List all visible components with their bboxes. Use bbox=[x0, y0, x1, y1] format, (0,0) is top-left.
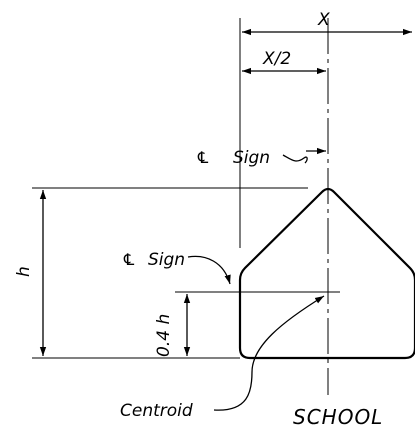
sign-edge-label: Sign bbox=[148, 250, 185, 270]
dim-04h-label: 0.4 h bbox=[154, 314, 174, 357]
dim-x-half-label: X/2 bbox=[262, 49, 291, 69]
centerline-symbol-top: ℄ bbox=[197, 148, 209, 167]
dim-x-label: X bbox=[317, 10, 330, 30]
centerline-symbol-mid: ℄ bbox=[123, 250, 135, 269]
sign-legend-school: SCHOOL bbox=[293, 405, 383, 429]
centroid-label: Centroid bbox=[120, 401, 193, 421]
sign-edge-leader bbox=[187, 255, 231, 285]
dim-h-label: h bbox=[14, 266, 34, 277]
sign-centerline-leader bbox=[282, 154, 308, 164]
centroid-leader bbox=[213, 295, 325, 411]
sign-outline bbox=[238, 187, 415, 360]
sign-centerline-label: Sign bbox=[233, 148, 270, 168]
